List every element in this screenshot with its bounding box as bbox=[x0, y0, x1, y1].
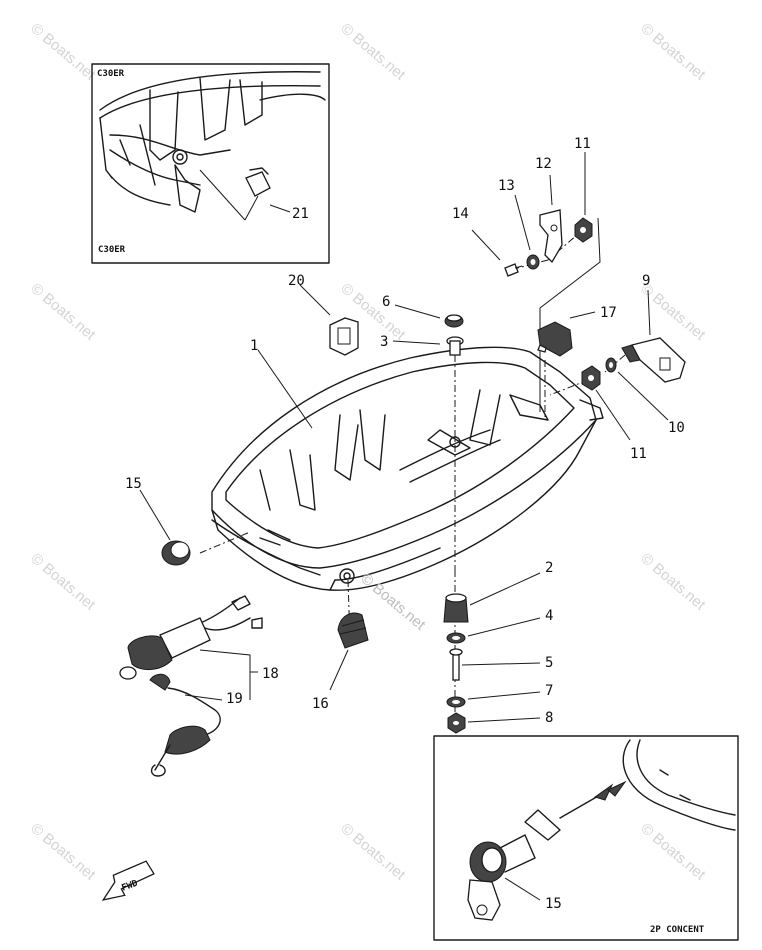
watermark-text: © Boats.net bbox=[637, 280, 709, 344]
part-number-2: 2 bbox=[545, 560, 553, 576]
part-number-9: 9 bbox=[642, 273, 650, 289]
part-15-plug: 15 bbox=[125, 476, 191, 566]
watermark-text: © Boats.net bbox=[337, 820, 409, 884]
part-17-clip: 17 bbox=[537, 305, 617, 357]
watermark-text: © Boats.net bbox=[637, 20, 709, 84]
inset-frame bbox=[91, 63, 330, 264]
watermark-text: © Boats.net bbox=[27, 280, 99, 344]
inset-frame bbox=[433, 735, 739, 941]
part-number-4: 4 bbox=[545, 608, 553, 624]
part-number-1: 1 bbox=[250, 338, 258, 354]
assembly-centerlines bbox=[199, 217, 626, 725]
part-number-19: 19 bbox=[226, 691, 243, 707]
part-number-15-left: 15 bbox=[125, 476, 142, 492]
part-number-11-top: 11 bbox=[574, 136, 591, 152]
part-16-cap: 16 bbox=[312, 612, 369, 712]
part-number-3: 3 bbox=[380, 334, 388, 350]
part-3-collar: 3 bbox=[380, 334, 464, 356]
watermark-text: © Boats.net bbox=[27, 20, 99, 84]
inset-c30er: 21 C30ER C30ER bbox=[91, 63, 330, 264]
watermark-text: © Boats.net bbox=[27, 550, 99, 614]
part-number-17: 17 bbox=[600, 305, 617, 321]
part-number-8: 8 bbox=[545, 710, 553, 726]
watermark-layer: © Boats.net © Boats.net © Boats.net © Bo… bbox=[27, 20, 709, 884]
parts-12-14-group: 14 13 12 11 bbox=[452, 136, 593, 277]
forward-direction-arrow: FWD bbox=[101, 860, 155, 901]
inset-label-c30er-top: C30ER bbox=[97, 69, 125, 79]
part-number-6: 6 bbox=[382, 294, 390, 310]
part-10-washer: 10 bbox=[605, 357, 685, 436]
stop-switch-assembly: 18 19 bbox=[119, 595, 279, 777]
part-number-15-inset: 15 bbox=[545, 896, 562, 912]
inset-label-2p-concent: 2P CONCENT bbox=[650, 925, 705, 935]
watermark-text: © Boats.net bbox=[637, 820, 709, 884]
part-6-grommet: 6 bbox=[382, 294, 464, 328]
part-number-5: 5 bbox=[545, 655, 553, 671]
watermark-text: © Boats.net bbox=[637, 550, 709, 614]
part-number-10: 10 bbox=[668, 420, 685, 436]
part-11-nut-right: 11 bbox=[581, 365, 647, 462]
watermark-text: © Boats.net bbox=[27, 820, 99, 884]
inset-label-c30er: C30ER bbox=[98, 245, 126, 255]
bottom-cowling: 1 bbox=[211, 338, 604, 591]
part-number-11-right: 11 bbox=[630, 446, 647, 462]
part-number-14: 14 bbox=[452, 206, 469, 222]
part-number-18: 18 bbox=[262, 666, 279, 682]
part-number-20: 20 bbox=[288, 273, 305, 289]
part-number-12: 12 bbox=[535, 156, 552, 172]
part-20-bracket: 20 bbox=[288, 273, 359, 356]
part-number-13: 13 bbox=[498, 178, 515, 194]
part-number-7: 7 bbox=[545, 683, 553, 699]
part-number-16: 16 bbox=[312, 696, 329, 712]
part-9-lever: 9 bbox=[621, 273, 686, 383]
lower-mount-stack: 2 4 5 7 8 bbox=[443, 560, 553, 734]
part-number-21: 21 bbox=[292, 206, 309, 222]
watermark-text: © Boats.net bbox=[337, 20, 409, 84]
inset-2p-concent: 15 2P CONCENT bbox=[433, 735, 739, 941]
